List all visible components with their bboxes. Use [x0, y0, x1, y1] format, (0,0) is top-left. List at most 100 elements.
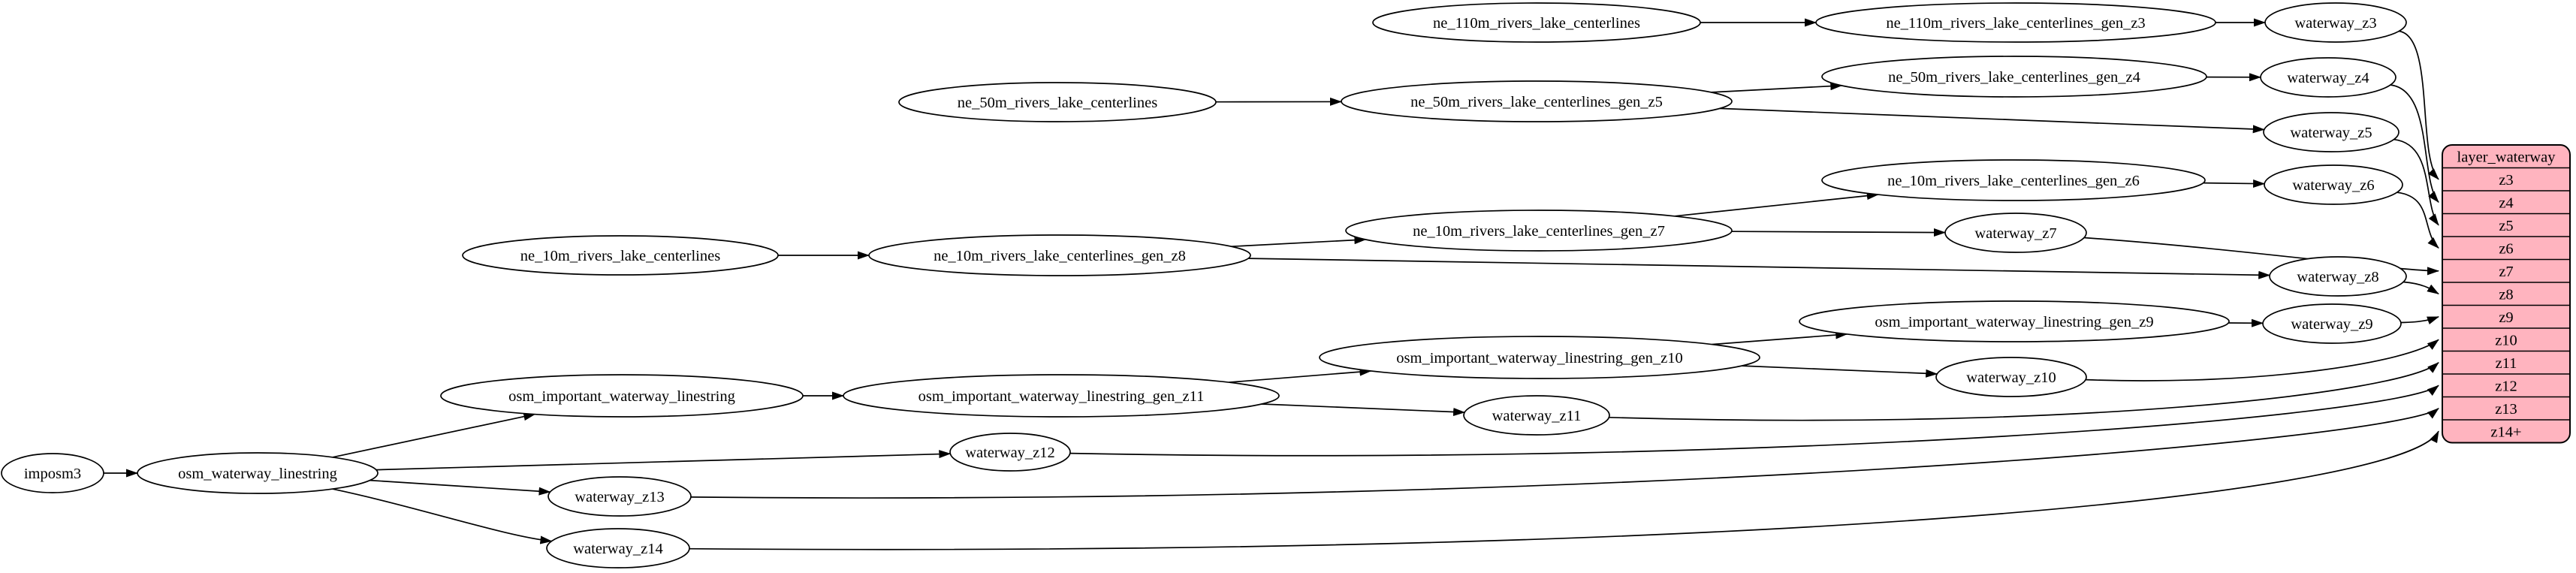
node-imposm3: imposm3 [1, 453, 104, 493]
node-waterway_z7-ellipse [1944, 213, 2087, 253]
edge-ne_10m_rivers_lake_centerlines_gen_z7-to-waterway_z7 [1731, 228, 1946, 237]
node-osm_important_waterway_linestring: osm_important_waterway_linestring [440, 374, 804, 418]
node-waterway_z9: waterway_z9 [2262, 303, 2402, 344]
layer-waterway-table: layer_waterwayz3z4z5z6z7z8z9z10z11z12z13… [2442, 144, 2571, 444]
edge-waterway_z5-to-layer_waterway-z5 [2394, 138, 2439, 226]
node-waterway_z10-ellipse [1935, 357, 2087, 397]
edge-waterway_z11-to-layer_waterway-z11 [1609, 362, 2439, 421]
edge-waterway_z9-to-layer_waterway-z9 [2400, 315, 2439, 325]
node-waterway_z13: waterway_z13 [547, 476, 692, 517]
edge-ne_50m_rivers_lake_centerlines_gen_z5-to-waterway_z5 [1719, 107, 2265, 134]
table-row-z11: z11 [2496, 355, 2517, 372]
node-ne_50m_rivers_lake_centerlines: ne_50m_rivers_lake_centerlines [898, 82, 1217, 122]
edge-osm_waterway_linestring-to-waterway_z13 [370, 479, 551, 496]
table-row-z9: z9 [2499, 309, 2513, 326]
node-ne_110m_rivers_lake_centerlines: ne_110m_rivers_lake_centerlines [1372, 2, 1701, 43]
node-ne_110m_rivers_lake_centerlines_gen_z3-ellipse [1815, 2, 2216, 43]
edge-ne_50m_rivers_lake_centerlines_gen_z5-to-ne_50m_rivers_lake_centerlines_gen_z4 [1711, 82, 1843, 93]
node-waterway_z10: waterway_z10 [1935, 357, 2087, 397]
table-row-z5: z5 [2499, 218, 2513, 234]
node-osm_important_waterway_linestring_gen_z9-ellipse [1799, 300, 2230, 342]
node-waterway_z6-ellipse [2264, 164, 2403, 205]
layer-waterway-table-body [2442, 144, 2571, 444]
node-label: osm_important_waterway_linestring_gen_z1… [1396, 350, 1682, 366]
node-label: ne_110m_rivers_lake_centerlines [1433, 15, 1640, 32]
edge-waterway_z8-to-layer_waterway-z8 [2403, 281, 2439, 295]
node-label: waterway_z13 [575, 489, 665, 505]
edge-waterway_z12-to-layer_waterway-z12 [1069, 385, 2439, 457]
node-ne_50m_rivers_lake_centerlines_gen_z4-ellipse [1821, 56, 2207, 98]
node-waterway_z14-ellipse [546, 528, 690, 568]
edge-osm_waterway_linestring-to-waterway_z14 [332, 488, 553, 544]
node-label: waterway_z10 [1966, 369, 2056, 386]
table-layer: layer_waterwayz3z4z5z6z7z8z9z10z11z12z13… [2442, 144, 2571, 444]
node-osm_important_waterway_linestring-ellipse [440, 374, 804, 418]
edge-osm_waterway_linestring-to-waterway_z12 [376, 450, 952, 471]
table-title: layer_waterway [2457, 149, 2556, 165]
edge-osm_waterway_linestring-to-osm_important_waterway_linestring [332, 412, 536, 458]
node-ne_50m_rivers_lake_centerlines_gen_z4: ne_50m_rivers_lake_centerlines_gen_z4 [1821, 56, 2207, 98]
table-row-z8: z8 [2499, 286, 2513, 303]
node-waterway_z9-ellipse [2262, 303, 2402, 344]
edge-waterway_z10-to-layer_waterway-z10 [2085, 339, 2439, 381]
node-waterway_z8: waterway_z8 [2269, 256, 2407, 297]
node-waterway_z3-ellipse [2264, 2, 2407, 43]
node-ne_10m_rivers_lake_centerlines: ne_10m_rivers_lake_centerlines [462, 235, 779, 276]
node-ne_10m_rivers_lake_centerlines_gen_z7: ne_10m_rivers_lake_centerlines_gen_z7 [1345, 210, 1733, 252]
edge-osm_important_waterway_linestring_gen_z11-to-waterway_z11 [1261, 403, 1466, 416]
node-osm_important_waterway_linestring_gen_z11-ellipse [843, 374, 1280, 418]
node-label: osm_important_waterway_linestring_gen_z9 [1875, 314, 2153, 330]
node-label: waterway_z4 [2287, 70, 2369, 86]
node-waterway_z12-ellipse [949, 433, 1071, 472]
table-row-z4: z4 [2499, 195, 2513, 211]
node-label: waterway_z3 [2294, 15, 2376, 32]
edge-ne_10m_rivers_lake_centerlines_gen_z8-to-waterway_z8 [1247, 258, 2271, 279]
edge-ne_10m_rivers_lake_centerlines_gen_z6-to-waterway_z6 [2203, 179, 2266, 188]
node-ne_50m_rivers_lake_centerlines_gen_z5: ne_50m_rivers_lake_centerlines_gen_z5 [1341, 80, 1733, 122]
edge-ne_10m_rivers_lake_centerlines_gen_z8-to-ne_10m_rivers_lake_centerlines_gen_z7 [1231, 236, 1367, 248]
node-ne_10m_rivers_lake_centerlines_gen_z7-ellipse [1345, 210, 1733, 252]
node-label: waterway_z12 [965, 445, 1055, 461]
node-label: osm_important_waterway_linestring [508, 388, 735, 405]
node-osm_waterway_linestring: osm_waterway_linestring [137, 452, 379, 494]
nodes-layer: imposm3 osm_waterway_linestring osm_import… [1, 2, 2407, 568]
edge-waterway_z6-to-layer_waterway-z6 [2397, 192, 2439, 249]
node-imposm3-ellipse [1, 453, 104, 493]
node-waterway_z7: waterway_z7 [1944, 213, 2087, 253]
node-waterway_z13-ellipse [547, 476, 692, 517]
node-label: waterway_z14 [573, 541, 663, 557]
node-ne_10m_rivers_lake_centerlines_gen_z6: ne_10m_rivers_lake_centerlines_gen_z6 [1821, 159, 2206, 201]
edge-ne_10m_rivers_lake_centerlines_gen_z7-to-ne_10m_rivers_lake_centerlines_gen_z6 [1674, 192, 1879, 217]
table-row-z13: z13 [2495, 401, 2517, 418]
edges-layer [104, 18, 2439, 550]
node-label: ne_50m_rivers_lake_centerlines [958, 95, 1157, 111]
node-waterway_z4: waterway_z4 [2260, 57, 2397, 98]
node-label: ne_10m_rivers_lake_centerlines [520, 248, 720, 264]
edge-waterway_z13-to-layer_waterway-z13 [690, 408, 2439, 499]
node-waterway_z11-ellipse [1463, 395, 1610, 436]
table-row-z14+: z14+ [2490, 424, 2521, 440]
edge-waterway_z4-to-layer_waterway-z4 [2390, 84, 2439, 204]
node-waterway_z14: waterway_z14 [546, 528, 690, 568]
edge-waterway_z3-to-layer_waterway-z3 [2399, 30, 2439, 180]
node-label: waterway_z5 [2290, 125, 2372, 141]
node-osm_important_waterway_linestring_gen_z11: osm_important_waterway_linestring_gen_z1… [843, 374, 1280, 418]
node-label: ne_10m_rivers_lake_centerlines_gen_z7 [1413, 223, 1665, 240]
node-waterway_z3: waterway_z3 [2264, 2, 2407, 43]
table-row-z7: z7 [2499, 264, 2513, 280]
node-osm_important_waterway_linestring_gen_z10-ellipse [1319, 336, 1760, 379]
node-label: waterway_z6 [2292, 177, 2374, 194]
table-row-z3: z3 [2499, 172, 2513, 188]
node-label: ne_50m_rivers_lake_centerlines_gen_z4 [1888, 69, 2140, 86]
node-osm_important_waterway_linestring_gen_z10: osm_important_waterway_linestring_gen_z1… [1319, 336, 1760, 379]
node-ne_10m_rivers_lake_centerlines_gen_z6-ellipse [1821, 159, 2206, 201]
node-osm_important_waterway_linestring_gen_z9: osm_important_waterway_linestring_gen_z9 [1799, 300, 2230, 342]
node-label: ne_10m_rivers_lake_centerlines_gen_z8 [934, 248, 1186, 264]
node-label: waterway_z7 [1974, 225, 2056, 242]
node-label: waterway_z9 [2291, 316, 2372, 333]
node-label: ne_110m_rivers_lake_centerlines_gen_z3 [1886, 15, 2145, 32]
table-row-z10: z10 [2495, 332, 2517, 348]
node-osm_waterway_linestring-ellipse [137, 452, 379, 494]
